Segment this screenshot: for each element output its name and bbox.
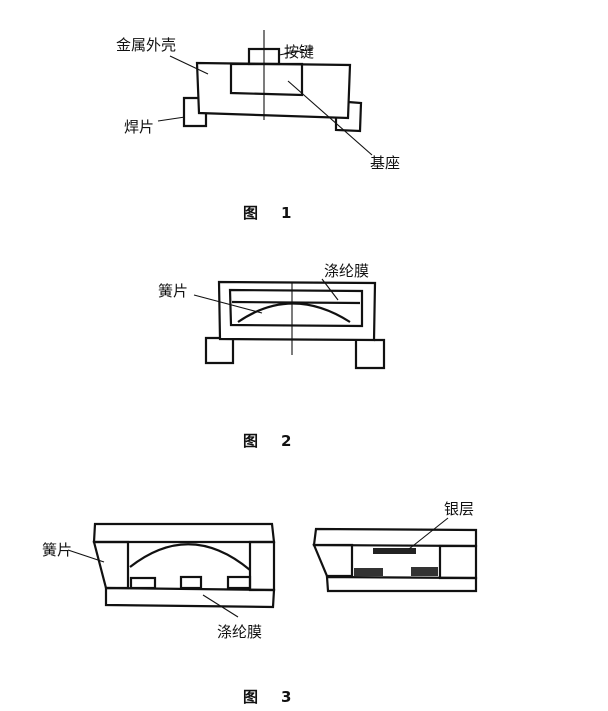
spring-leaf: [237, 302, 351, 323]
top-plate: [312, 527, 478, 548]
right-solder-tab: [334, 100, 363, 133]
right-contact: [411, 567, 438, 576]
right-spacer-hatched: [438, 544, 478, 580]
leader-button: [278, 48, 313, 56]
top-plate: [92, 522, 276, 544]
label-spring: 簧片: [158, 282, 188, 300]
caption-fig3-prefix: 图: [243, 688, 258, 706]
bottom-plate: [104, 586, 276, 609]
caption-fig1-number: 1: [281, 204, 291, 222]
inner-block: [229, 62, 304, 97]
label-solder-tab: 焊片: [124, 118, 154, 136]
metal-shell: [195, 61, 352, 120]
caption-fig2-number: 2: [281, 432, 291, 450]
inner-cavity: [228, 288, 364, 328]
push-button: [247, 47, 281, 66]
label-button: 按键: [284, 43, 314, 61]
left-solder-tab: [182, 96, 208, 128]
label-metal-shell: 金属外壳: [116, 36, 176, 54]
figure-2: 涤纶膜 簧片 图 2: [158, 262, 386, 450]
leader-shell: [169, 55, 209, 75]
label-film: 涤纶膜: [324, 262, 369, 280]
right-contact: [226, 575, 252, 590]
center-contact: [179, 575, 203, 590]
silver-layer: [373, 548, 416, 554]
leader-base: [287, 80, 373, 156]
figure-3-left: 簧片 涤纶膜: [42, 522, 276, 641]
caption-fig3-number: 3: [281, 688, 291, 706]
bottom-plate: [325, 575, 478, 593]
right-spacer-hatched: [248, 540, 276, 592]
label-silver-layer: 银层: [444, 500, 474, 518]
right-solder-tab: [354, 338, 386, 370]
label-film: 涤纶膜: [217, 623, 262, 641]
left-contact: [129, 576, 157, 590]
leader-silver-layer: [408, 517, 449, 550]
figure-3-right: 银层: [312, 500, 478, 593]
leader-film: [202, 594, 239, 618]
leader-spring: [67, 549, 105, 563]
label-spring: 簧片: [42, 541, 72, 559]
label-base: 基座: [370, 154, 400, 172]
spring-leaf: [129, 543, 251, 571]
left-spacer-hatched: [92, 540, 130, 590]
left-contact: [354, 568, 383, 576]
leader-film: [321, 278, 339, 301]
left-solder-tab: [204, 336, 235, 365]
caption-fig2-prefix: 图: [243, 432, 258, 450]
left-spacer-hatched: [312, 543, 354, 578]
figure-1: 金属外壳 按键 焊片 基座 图 1: [116, 30, 400, 222]
leader-solder-tab: [157, 116, 186, 122]
leader-spring: [193, 294, 263, 314]
caption-fig1-prefix: 图: [243, 204, 258, 222]
